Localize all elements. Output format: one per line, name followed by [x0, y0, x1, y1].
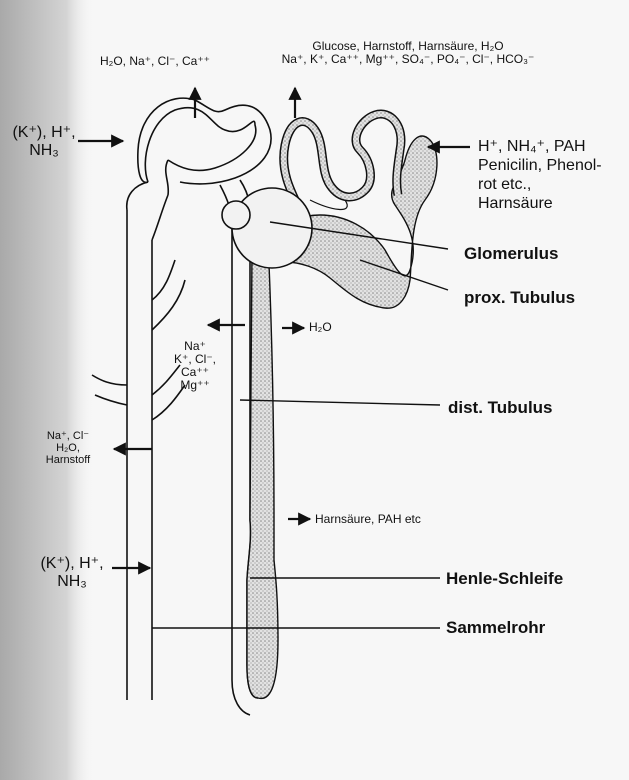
reabsorption-mid-line4: Mg⁺⁺ — [160, 379, 230, 392]
secretion-right-line1: H⁺, NH₄⁺, PAH — [478, 137, 602, 156]
secretion-left-bottom-line2: NH₃ — [30, 573, 114, 591]
reabsorption-harnsaeure: Harnsäure, PAH etc — [315, 513, 421, 526]
secretion-right-line3: rot etc., — [478, 175, 602, 194]
secretion-left-top-line2: NH₃ — [5, 142, 83, 160]
reabsorption-left-mid: Na⁺, Cl⁻ H₂O, Harnstoff — [28, 430, 108, 466]
reabsorption-water: H₂O — [309, 321, 332, 334]
secretion-right-line4: Harnsäure — [478, 194, 602, 213]
secretion-left-top-line1: (K⁺), H⁺, — [5, 124, 83, 142]
label-prox-tubulus: prox. Tubulus — [464, 288, 575, 308]
secretion-left-bottom-line1: (K⁺), H⁺, — [30, 555, 114, 573]
reabsorption-left-mid-line3: Harnstoff — [28, 454, 108, 466]
reabsorption-left-mid-line2: H₂O, — [28, 442, 108, 454]
reabsorption-top-right-line2: Na⁺, K⁺, Ca⁺⁺, Mg⁺⁺, SO₄⁻, PO₄⁻, Cl⁻, HC… — [258, 53, 558, 66]
secretion-right-line2: Penicilin, Phenol- — [478, 156, 602, 175]
label-henle-schleife: Henle-Schleife — [446, 569, 563, 589]
arrow-up-icon — [195, 88, 295, 118]
left-shadow — [0, 0, 95, 780]
glomerulus — [222, 188, 312, 268]
label-sammelrohr: Sammelrohr — [446, 618, 545, 638]
secretion-left-top: (K⁺), H⁺, NH₃ — [5, 124, 83, 160]
label-dist-tubulus: dist. Tubulus — [448, 398, 553, 418]
reabsorption-top-right: Glucose, Harnstoff, Harnsäure, H₂O Na⁺, … — [258, 40, 558, 66]
reabsorption-mid: Na⁺ K⁺, Cl⁻, Ca⁺⁺ Mg⁺⁺ — [160, 340, 230, 392]
reabsorption-top-left: H₂O, Na⁺, Cl⁻, Ca⁺⁺ — [100, 55, 210, 68]
label-glomerulus: Glomerulus — [464, 244, 558, 264]
secretion-left-bottom: (K⁺), H⁺, NH₃ — [30, 555, 114, 591]
reabsorption-left-mid-line1: Na⁺, Cl⁻ — [28, 430, 108, 442]
secretion-right: H⁺, NH₄⁺, PAH Penicilin, Phenol- rot etc… — [478, 137, 602, 213]
